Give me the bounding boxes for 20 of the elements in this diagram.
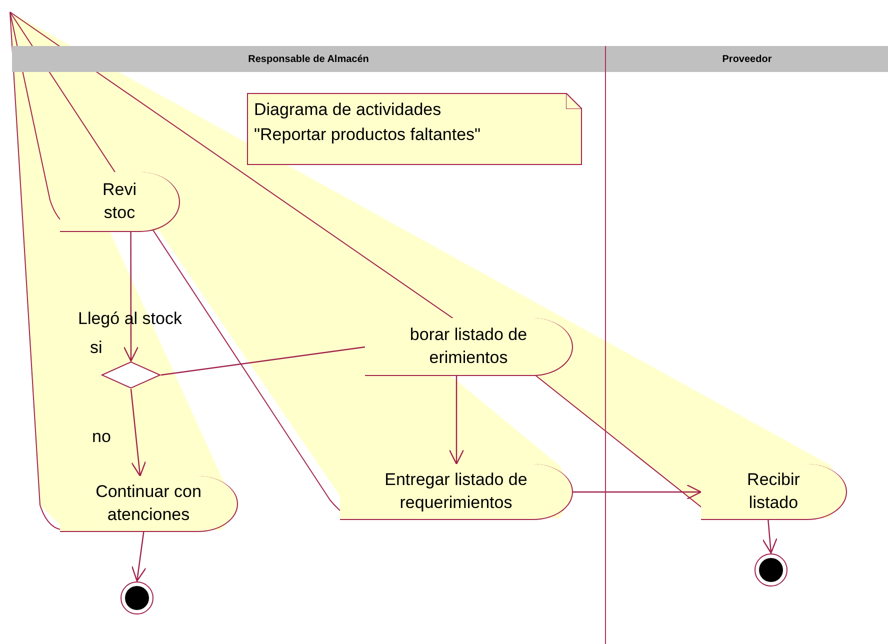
control-flow-arrow — [762, 520, 778, 554]
activity-label: Continuar con atenciones — [94, 481, 202, 526]
control-flow-arrow — [130, 388, 146, 477]
activity-label: borar listado de erimientos — [408, 324, 528, 368]
lane-header: Responsable de Almacén — [12, 46, 605, 72]
guard-label: si — [90, 338, 102, 358]
note — [247, 93, 582, 165]
control-flow-arrow — [123, 232, 139, 362]
activity-label: Entregar listado de requerimientos — [384, 469, 528, 514]
control-flow-arrow — [448, 376, 464, 465]
edge-label: no — [92, 427, 111, 447]
lane-header: Proveedor — [606, 46, 888, 72]
control-flow-arrow — [573, 484, 702, 500]
activity-label: Revi stoc — [101, 179, 138, 224]
control-flow-arrow — [131, 532, 146, 582]
decision-diamond — [101, 361, 161, 389]
final-state — [754, 553, 788, 587]
activity-label: Recibir listado — [746, 469, 801, 514]
note-text: Diagrama de actividades "Reportar productos faltantes" — [254, 99, 482, 146]
final-state — [120, 581, 154, 615]
